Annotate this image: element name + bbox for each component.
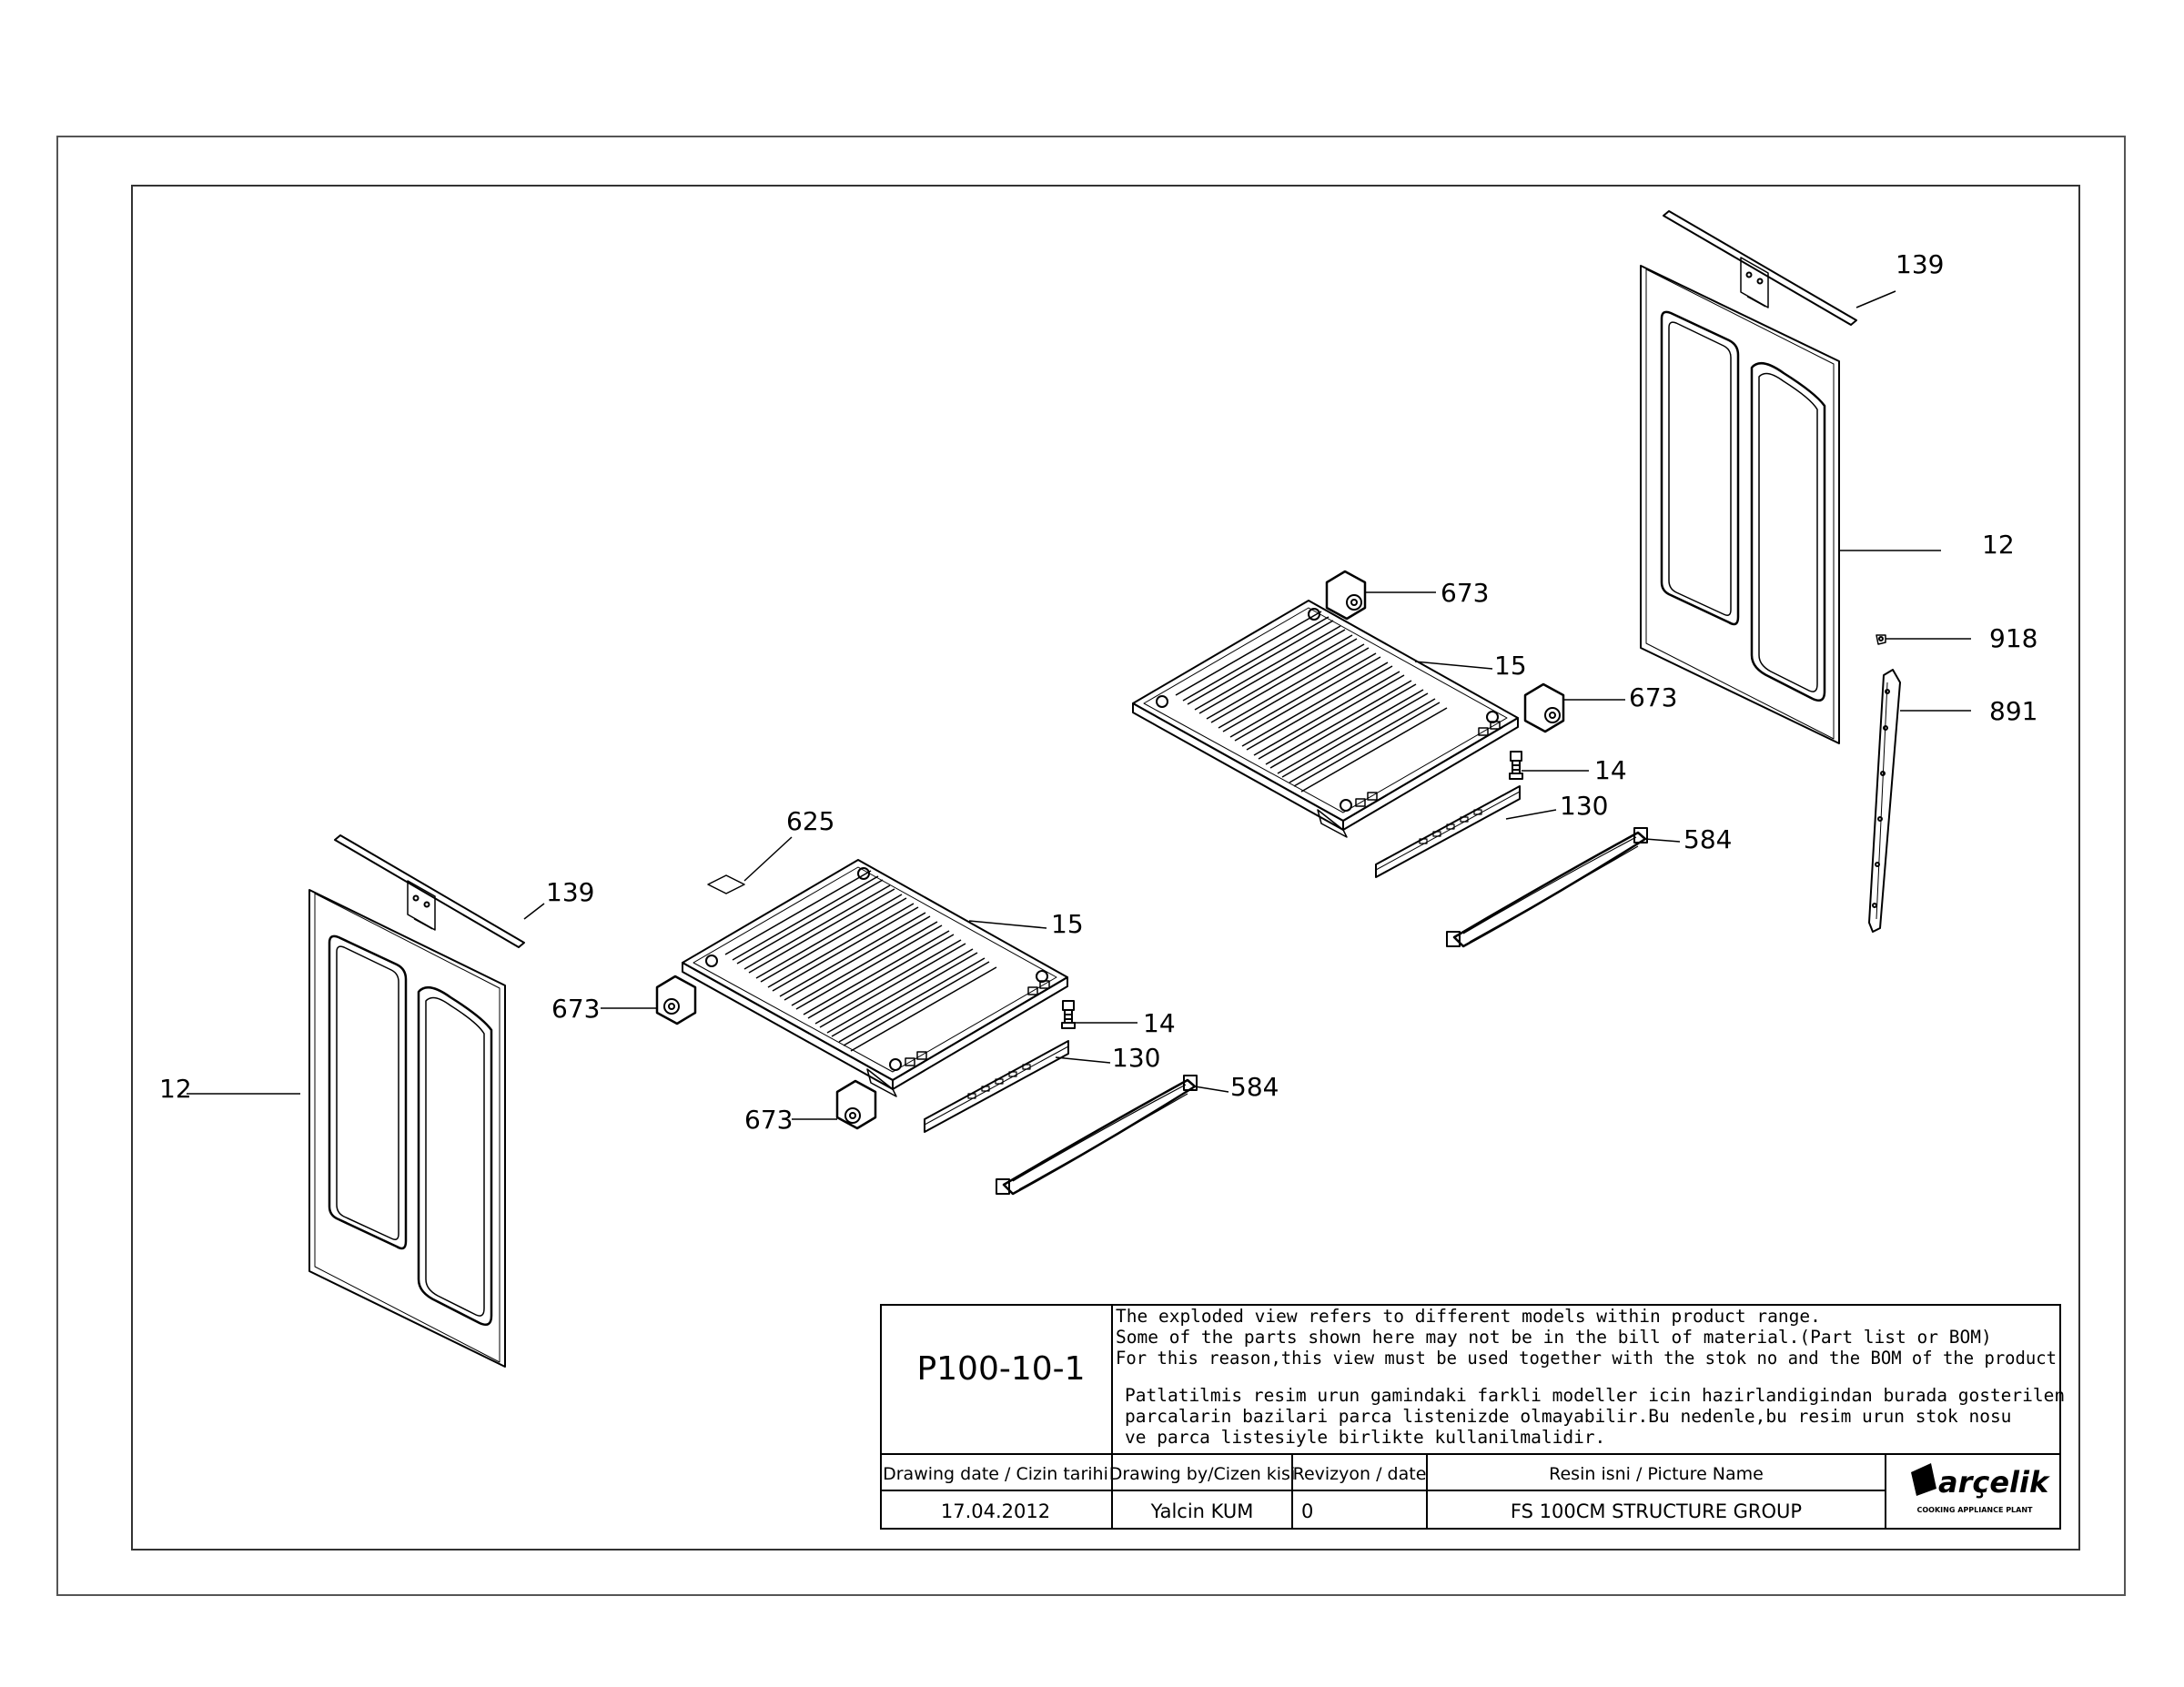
outer-frame xyxy=(56,136,2126,1596)
logo-brand: arçelik xyxy=(1938,1465,2050,1500)
callout-891: 891 xyxy=(1989,696,2037,726)
value-revision: 0 xyxy=(1301,1500,1313,1522)
callout-130-right: 130 xyxy=(1560,791,1608,821)
value-picture-name: FS 100CM STRUCTURE GROUP xyxy=(1511,1500,1802,1522)
drawing-code: P100-10-1 xyxy=(916,1350,1085,1388)
side-panel-left xyxy=(308,889,506,1368)
note-en-line-2: Some of the parts shown here may not be … xyxy=(1116,1327,1992,1348)
bottom-tray-left xyxy=(682,859,1068,1097)
callout-673-c: 673 xyxy=(551,994,600,1024)
top-rail-right xyxy=(1663,210,1857,326)
callout-673-b: 673 xyxy=(1629,682,1677,712)
header-revision: Revizyon / date xyxy=(1293,1464,1427,1484)
note-en-line-1: The exploded view refers to different mo… xyxy=(1116,1306,1821,1327)
logo-subtitle: COOKING APPLIANCE PLANT xyxy=(1917,1506,2034,1514)
callout-15-left: 15 xyxy=(1051,909,1084,939)
inner-frame xyxy=(131,185,2080,1551)
header-picture-name: Resin isni / Picture Name xyxy=(1549,1464,1764,1484)
bar-130-right xyxy=(1375,785,1521,878)
header-drawing-date: Drawing date / Cizin tarihi xyxy=(883,1464,1108,1484)
value-drawing-date: 17.04.2012 xyxy=(941,1500,1050,1522)
bottom-tray-right xyxy=(1132,600,1519,838)
wheel-673-d xyxy=(835,1079,877,1130)
foot-bar-584-left xyxy=(996,1075,1198,1196)
callout-139-right: 139 xyxy=(1896,249,1944,279)
label-625 xyxy=(707,874,745,894)
wheel-673-a xyxy=(1325,570,1367,621)
title-block: P100-10-1 The exploded view refers to di… xyxy=(880,1304,2065,1530)
callout-130-left: 130 xyxy=(1112,1043,1160,1073)
callouts: 139 12 918 891 673 15 673 14 130 584 625… xyxy=(159,249,2037,1135)
callout-139-left: 139 xyxy=(546,877,594,907)
top-rail-left xyxy=(334,834,525,948)
callout-918: 918 xyxy=(1989,623,2037,653)
callout-584-left: 584 xyxy=(1230,1072,1279,1102)
value-drawing-by: Yalcin KUM xyxy=(1150,1500,1254,1522)
side-panel-right xyxy=(1640,265,1840,744)
header-drawing-by: Drawing by/Cizen kisi xyxy=(1109,1464,1296,1484)
screw-14-left xyxy=(1061,1000,1076,1029)
note-en-line-3: For this reason,this view must be used t… xyxy=(1116,1348,2057,1369)
note-tr-line-2: parcalarin bazilari parca listenizde olm… xyxy=(1125,1406,2011,1427)
arcelik-logo: arçelik COOKING APPLIANCE PLANT xyxy=(1911,1463,2050,1514)
callout-673-a: 673 xyxy=(1441,578,1489,608)
callout-14-right: 14 xyxy=(1594,755,1627,785)
clip-918 xyxy=(1876,634,1886,645)
wheel-673-b xyxy=(1523,682,1565,733)
screw-14-right xyxy=(1509,751,1523,780)
callout-12-left: 12 xyxy=(159,1074,192,1104)
callout-584-right: 584 xyxy=(1684,824,1732,854)
leader-lines xyxy=(187,290,1971,1120)
note-tr-line-1: Patlatilmis resim urun gamindaki farkli … xyxy=(1125,1385,2065,1406)
callout-14-left: 14 xyxy=(1143,1008,1176,1038)
foot-bar-584-right xyxy=(1446,827,1648,948)
callout-673-d: 673 xyxy=(744,1105,793,1135)
wheel-673-c xyxy=(655,975,697,1025)
strip-891 xyxy=(1868,669,1901,933)
note-tr-line-3: ve parca listesiyle birlikte kullanilmal… xyxy=(1125,1427,1605,1448)
callout-12-right: 12 xyxy=(1982,530,2015,560)
bar-130-left xyxy=(924,1040,1069,1133)
callout-625: 625 xyxy=(786,806,834,836)
callout-15-right: 15 xyxy=(1494,651,1527,681)
